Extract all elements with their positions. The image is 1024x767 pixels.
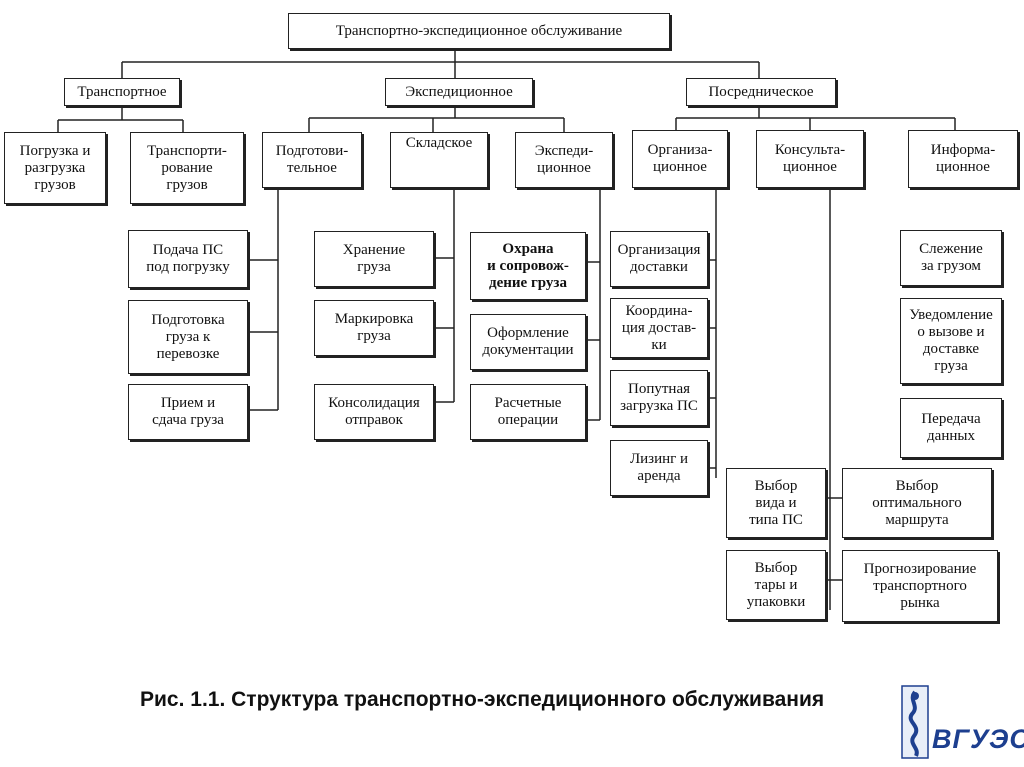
- consulting-item: Выбор вида и типа ПС: [726, 468, 826, 538]
- forwarding-item-label: Расчетные операции: [494, 395, 562, 428]
- organizational-label: Организа- ционное: [647, 142, 713, 175]
- warehouse-item-label: Хранение груза: [342, 242, 406, 275]
- consulting-item-label: Выбор оптимального маршрута: [872, 477, 962, 528]
- root-label: Транспортно-экспедиционное обслуживание: [335, 22, 623, 39]
- forwarding-label: Экспеди- ционное: [534, 143, 594, 176]
- loading-box: Погрузка и разгрузка грузов: [4, 132, 106, 204]
- organizational-box: Организа- ционное: [632, 130, 728, 188]
- preparatory-item-label: Подготовка груза к перевозке: [151, 311, 225, 362]
- warehouse-item-label: Консолидация отправок: [328, 395, 420, 428]
- preparatory-item-label: Подача ПС под погрузку: [146, 242, 230, 275]
- university-logo-icon: [901, 685, 929, 759]
- information-item-label: Передача данных: [921, 411, 981, 444]
- transporting-label: Транспорти- рование грузов: [147, 142, 227, 193]
- organizational-item: Координа- ция достав- ки: [610, 298, 708, 358]
- consulting-item: Выбор оптимального маршрута: [842, 468, 992, 538]
- consulting-item: Прогнозирование транспортного рынка: [842, 550, 998, 622]
- warehouse-item: Консолидация отправок: [314, 384, 434, 440]
- consulting-item-label: Прогнозирование транспортного рынка: [863, 560, 977, 611]
- organizational-item: Лизинг и аренда: [610, 440, 708, 496]
- preparatory-label: Подготови- тельное: [275, 143, 349, 176]
- organizational-item-label: Координа- ция достав- ки: [621, 302, 697, 353]
- consulting-item-label: Выбор тары и упаковки: [746, 559, 806, 610]
- information-item-label: Слежение за грузом: [919, 241, 983, 274]
- preparatory-item: Подача ПС под погрузку: [128, 230, 248, 288]
- organizational-item-label: Лизинг и аренда: [629, 451, 689, 484]
- consulting-item-label: Выбор вида и типа ПС: [749, 477, 803, 528]
- organizational-item-label: Попутная загрузка ПС: [620, 381, 698, 414]
- information-item: Передача данных: [900, 398, 1002, 458]
- consulting-item: Выбор тары и упаковки: [726, 550, 826, 620]
- preparatory-box: Подготови- тельное: [262, 132, 362, 188]
- organizational-item-label: Организация доставки: [617, 242, 701, 275]
- transporting-box: Транспорти- рование грузов: [130, 132, 244, 204]
- information-item: Уведомление о вызове и доставке груза: [900, 298, 1002, 384]
- figure-caption: Рис. 1.1. Структура транспортно-экспедиц…: [140, 688, 825, 711]
- preparatory-item: Подготовка груза к перевозке: [128, 300, 248, 374]
- preparatory-item: Прием и сдача груза: [128, 384, 248, 440]
- intermediary-box: Посредническое: [686, 78, 836, 106]
- forwarding-item: Оформление документации: [470, 314, 586, 370]
- transport-label: Транспортное: [77, 83, 167, 100]
- warehouse-item-label: Маркировка груза: [334, 311, 414, 344]
- information-item: Слежение за грузом: [900, 230, 1002, 286]
- information-box: Информа- ционное: [908, 130, 1018, 188]
- consulting-box: Консульта- ционное: [756, 130, 864, 188]
- organizational-item: Попутная загрузка ПС: [610, 370, 708, 426]
- forwarding-item-label: Оформление документации: [482, 325, 574, 358]
- warehouse-item: Хранение груза: [314, 231, 434, 287]
- organizational-item: Организация доставки: [610, 231, 708, 287]
- logo-text: ВГУЭС: [932, 724, 1024, 754]
- information-label: Информа- ционное: [930, 142, 996, 175]
- expedition-box: Экспедиционное: [385, 78, 533, 106]
- forwarding-item: Расчетные операции: [470, 384, 586, 440]
- information-item-label: Уведомление о вызове и доставке груза: [909, 307, 993, 374]
- forwarding-box: Экспеди- ционное: [515, 132, 613, 188]
- forwarding-item-label: Охрана и сопровож- дение груза: [487, 240, 569, 291]
- loading-label: Погрузка и разгрузка грузов: [19, 142, 91, 193]
- expedition-label: Экспедиционное: [405, 83, 513, 100]
- consulting-label: Консульта- ционное: [774, 142, 846, 175]
- transport-box: Транспортное: [64, 78, 180, 106]
- intermediary-label: Посредническое: [708, 83, 814, 100]
- preparatory-item-label: Прием и сдача груза: [152, 395, 224, 428]
- warehouse-label: Складское: [405, 135, 473, 151]
- warehouse-box: Складское: [390, 132, 488, 188]
- root-box: Транспортно-экспедиционное обслуживание: [288, 13, 670, 49]
- warehouse-item: Маркировка груза: [314, 300, 434, 356]
- forwarding-item: Охрана и сопровож- дение груза: [470, 232, 586, 300]
